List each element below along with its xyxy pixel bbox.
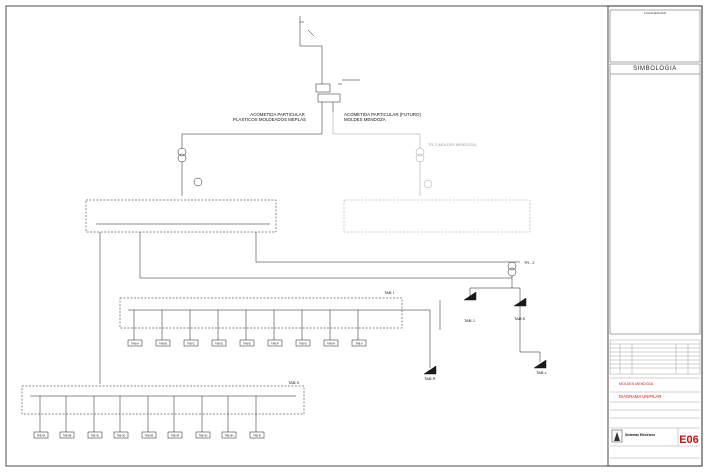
- tab-i-circuit-tags: TAB IA TAB IB TAB IC TAB ID TAB IE TAB I…: [131, 342, 363, 346]
- tab-l-label: TAB L: [536, 370, 548, 375]
- drawing-title: DIAGRAMA UNIFILAR: [619, 394, 661, 399]
- drawing-frame: [5, 5, 703, 467]
- circuit-tag: TAB IIB: [63, 434, 72, 438]
- tab-k-label: TAB K: [514, 316, 526, 321]
- symbology-heading: SIMBOLOGIA: [633, 66, 677, 72]
- circuit-tag: TAB IF: [271, 342, 279, 346]
- circuit-tag: TAB IIE: [145, 434, 154, 438]
- acometida-particular-label: ACOMETIDA PARTICULAR PLASTICOS MOLDEADOS…: [233, 112, 306, 122]
- circuit-tag: TAB IIA: [37, 434, 46, 438]
- circuit-tag: TAB IB: [159, 342, 167, 346]
- circuit-tag: TAB IIG: [198, 434, 207, 438]
- location-box: [609, 9, 701, 63]
- circuit-tag: TAB III: [253, 434, 261, 438]
- title-block: LOCALIZACION SIMBOLOGIA: [607, 5, 703, 467]
- tr2-transformer: [439, 261, 541, 362]
- company-logo: [611, 429, 623, 443]
- circuit-tag: TAB IH: [327, 342, 335, 346]
- service-entrance: [299, 16, 360, 112]
- main-transformer-branch: [177, 112, 323, 196]
- sheet-code: E06: [679, 434, 699, 446]
- revision-table: [609, 339, 701, 375]
- tab-r-label: TAB R: [424, 376, 436, 381]
- circuit-tag: TAB IIF: [171, 434, 180, 438]
- tab-r-j-k: [396, 291, 547, 375]
- circuit-tag: TAB IIH: [225, 434, 234, 438]
- tab-ii-label: TAB II: [288, 380, 299, 385]
- future-transformer-branch: [332, 112, 531, 233]
- circuit-tag: TAB IG: [299, 342, 307, 346]
- circuit-tag: TAB II: [355, 342, 362, 346]
- tab-i-board: [119, 297, 403, 329]
- tab-ii-board: [21, 385, 305, 415]
- tab-j-label: TAB J: [464, 318, 475, 323]
- circuit-tag: TAB IID: [117, 434, 126, 438]
- circuit-tag: TAB IIC: [91, 434, 100, 438]
- tr2-label: TR - 2: [524, 261, 535, 265]
- future-transformer-label: TR-2 (MOLDES MENDOZA): [428, 143, 477, 147]
- tab-i-circuits: [127, 310, 367, 347]
- circuit-tag: TAB IA: [131, 342, 139, 346]
- main-distribution-board: [85, 199, 520, 384]
- tab-ii-circuits: [33, 396, 265, 439]
- client-name: MOLDES MENDOZA: [619, 382, 654, 386]
- circuit-tag: TAB IC: [187, 342, 195, 346]
- tab-ii-circuit-tags: TAB IIA TAB IIB TAB IIC TAB IID TAB IIE …: [37, 434, 262, 438]
- acometida-futuro-label: ACOMETIDA PARTICULAR (FUTURO) MOLDES MEN…: [344, 112, 422, 122]
- tab-i-label: TAB I: [384, 290, 394, 295]
- location-heading: LOCALIZACION: [644, 11, 666, 15]
- circuit-tag: TAB IE: [243, 342, 251, 346]
- company-name: Sistemas Eléctricos: [625, 433, 655, 437]
- circuit-tag: TAB ID: [215, 342, 223, 346]
- symbology-box: [609, 63, 701, 335]
